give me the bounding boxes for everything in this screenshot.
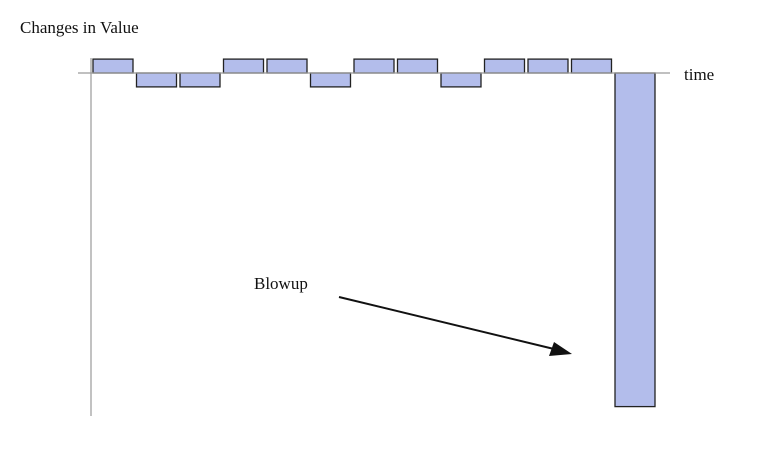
bar-series	[92, 58, 656, 408]
bar-8	[396, 58, 439, 74]
bar-6	[309, 72, 352, 88]
bar-13	[614, 72, 656, 408]
bar-1	[92, 58, 134, 74]
bar-4	[222, 58, 265, 74]
blowup-arrow-line	[338, 296, 555, 350]
bar-2	[135, 72, 178, 88]
chart-title: Changes in Value	[20, 18, 139, 37]
x-axis-label: time	[684, 65, 714, 84]
blowup-annotation-label: Blowup	[254, 274, 308, 293]
bar-10	[483, 58, 526, 74]
bar-7	[353, 58, 395, 74]
bar-5	[266, 58, 308, 74]
bar-9	[440, 72, 482, 88]
blowup-arrow-head	[549, 342, 572, 356]
bar-12	[570, 58, 613, 74]
bar-3	[179, 72, 221, 88]
bar-11	[527, 58, 569, 74]
